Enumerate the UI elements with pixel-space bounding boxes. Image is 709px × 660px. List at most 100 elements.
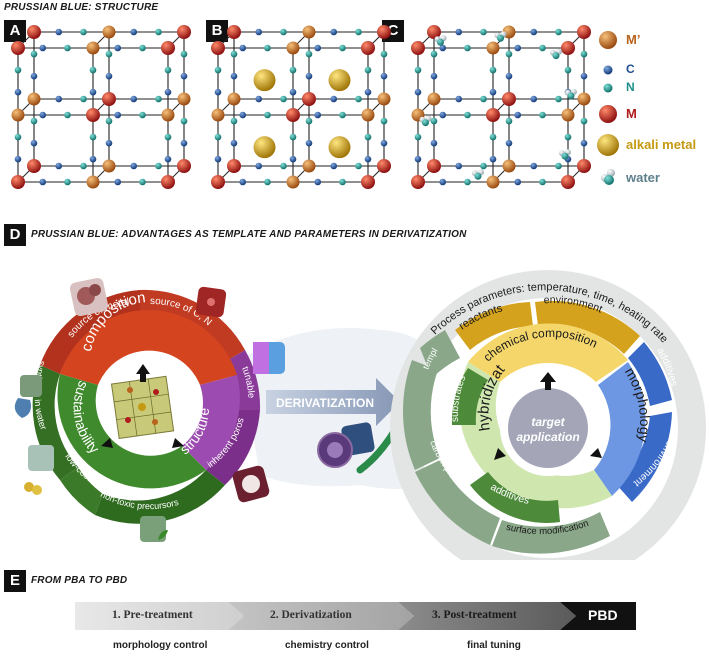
n-atom	[230, 117, 238, 125]
m-atom	[577, 159, 591, 173]
n-atom	[180, 50, 188, 58]
n-atom	[64, 111, 71, 119]
c-atom	[414, 88, 422, 96]
n-atom	[564, 133, 572, 141]
m-prime-atom	[102, 159, 116, 173]
arrow-left-down-icon	[101, 438, 113, 448]
n-atom	[89, 66, 97, 74]
n-atom	[480, 95, 487, 103]
c-atom	[580, 139, 588, 147]
water-o	[561, 152, 569, 160]
c-atom	[514, 111, 522, 119]
n-atom	[505, 117, 513, 125]
c-atom	[39, 111, 47, 119]
process-flow	[75, 602, 636, 630]
c-atom	[380, 72, 388, 80]
m-prime-atom	[161, 108, 175, 122]
n-atom	[155, 28, 162, 36]
n-atom	[30, 50, 38, 58]
c-atom	[489, 155, 497, 163]
c-atom	[164, 88, 172, 96]
c-atom	[230, 139, 238, 147]
arrow-to-hybridization-icon	[494, 448, 506, 460]
step-1-label: 1. Pre-treatment	[112, 609, 193, 621]
center-target: target	[531, 415, 565, 429]
c-atom	[514, 178, 522, 186]
n-atom	[580, 117, 588, 125]
m-atom	[411, 175, 425, 189]
m-prime-atom	[302, 25, 316, 39]
n-atom	[139, 111, 146, 119]
legend-label-alkali: alkali metal	[626, 137, 697, 152]
step-1-sublabel: morphology control	[113, 640, 208, 651]
water-o	[497, 34, 504, 42]
step-3-sublabel: final tuning	[467, 640, 521, 651]
n-atom	[489, 66, 497, 74]
m-prime-atom	[377, 92, 391, 106]
m-prime-atom	[502, 159, 516, 173]
m-prime-atom	[227, 92, 241, 106]
n-atom	[14, 66, 22, 74]
n-atom	[80, 95, 87, 103]
legend-label-n: N	[626, 80, 635, 94]
c-atom	[439, 44, 447, 52]
m-atom	[177, 159, 191, 173]
alkali-atom	[328, 136, 351, 159]
panel-letter-b: B	[206, 20, 228, 42]
water-o	[422, 119, 429, 127]
n-atom	[539, 178, 546, 186]
n-atom	[214, 133, 222, 141]
m-atom	[427, 25, 441, 39]
c-atom	[89, 155, 97, 163]
n-atom	[580, 50, 588, 58]
c-atom	[330, 162, 338, 170]
m-prime-atom	[286, 175, 300, 189]
n-atom	[264, 111, 271, 119]
n-atom	[539, 111, 546, 119]
n-atom	[489, 133, 497, 141]
c-atom	[39, 44, 47, 52]
m-atom	[11, 41, 25, 55]
n-atom	[339, 44, 346, 52]
c-atom	[30, 139, 38, 147]
step-3-chevron	[398, 602, 576, 630]
c-atom	[364, 155, 372, 163]
n-atom	[264, 44, 271, 52]
water-icon	[20, 375, 42, 397]
c-atom	[255, 28, 263, 36]
panel-letter-a: A	[4, 20, 26, 42]
n-atom	[155, 162, 162, 170]
section-e-title: FROM PBA TO PBD	[31, 575, 128, 586]
m-atom	[102, 92, 116, 106]
n-atom	[214, 66, 222, 74]
c-atom	[239, 111, 247, 119]
water-o	[474, 172, 482, 180]
alkali-atom	[253, 136, 276, 159]
n-atom	[164, 133, 172, 141]
m-prime-atom	[86, 41, 100, 55]
legend-blue-sphere	[603, 65, 613, 75]
legend-red-sphere	[599, 105, 617, 123]
n-atom	[30, 117, 38, 125]
section-d-title: PRUSSIAN BLUE: ADVANTAGES AS TEMPLATE AN…	[31, 229, 467, 240]
m-atom	[227, 159, 241, 173]
n-atom	[139, 178, 146, 186]
m-prime-atom	[361, 108, 375, 122]
c-atom	[164, 155, 172, 163]
c-atom	[114, 44, 122, 52]
c-atom	[430, 72, 438, 80]
section-a-title: PRUSSIAN BLUE: STRUCTURE	[4, 2, 159, 13]
c-atom	[55, 162, 63, 170]
c-atom	[314, 44, 322, 52]
n-atom	[105, 50, 113, 58]
c-atom	[30, 72, 38, 80]
water-o	[552, 52, 560, 60]
c-atom	[89, 88, 97, 96]
n-atom	[180, 117, 188, 125]
lattice-a	[11, 25, 191, 189]
c-atom	[455, 28, 463, 36]
m-atom	[86, 108, 100, 122]
m-prime-atom	[211, 108, 225, 122]
n-atom	[364, 133, 372, 141]
c-atom	[255, 95, 263, 103]
